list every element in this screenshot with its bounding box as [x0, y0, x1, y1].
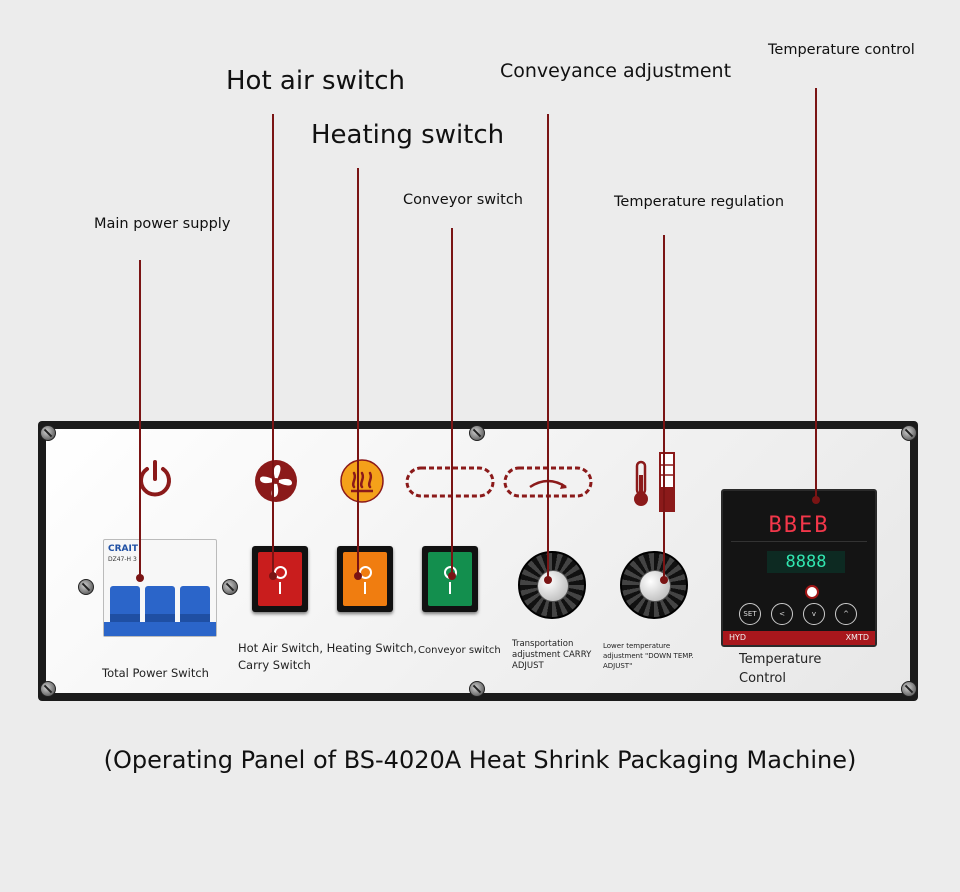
heating-rocker-face [343, 552, 387, 606]
controller-shift-button[interactable]: < [771, 603, 793, 625]
leader-heating [357, 168, 359, 576]
leader-temp-control [815, 88, 817, 500]
leader-conveyor [451, 228, 453, 576]
breaker-screw [78, 579, 94, 595]
panel-screw [40, 425, 56, 441]
hot-air-rocker-face [258, 552, 302, 606]
hot-air-rocker-switch[interactable] [252, 546, 308, 612]
leader-temp-regulation [663, 235, 665, 580]
controller-display-bottom: 8888 [785, 552, 827, 572]
leader-main-power [139, 260, 141, 578]
leader-end-temp-regulation [660, 576, 668, 584]
heating-rocker-switch[interactable] [337, 546, 393, 612]
operating-panel: CRAIT DZ47-H 3 BBEB [38, 421, 918, 701]
panel-screw [901, 425, 917, 441]
leader-end-conveyor [448, 572, 456, 580]
breaker-lever[interactable] [110, 586, 140, 622]
power-icon [139, 460, 171, 497]
leader-end-main-power [136, 574, 144, 582]
knob-cap [537, 570, 569, 602]
knob-cap [639, 570, 671, 602]
panel-screw [40, 681, 56, 697]
callout-heating-switch: Heating switch [311, 120, 505, 150]
controller-down-button[interactable]: v [803, 603, 825, 625]
callout-conveyance-adjustment: Conveyance adjustment [500, 60, 732, 82]
breaker-brand-label: CRAIT [108, 544, 138, 554]
label-lower-temp-adjust: Lower temperature adjustment "DOWN TEMP.… [603, 642, 694, 670]
label-temperature-control: Temperature Control [739, 652, 822, 686]
figure-caption: (Operating Panel of BS-4020A Heat Shrink… [103, 746, 857, 774]
controller-up-button[interactable]: ^ [835, 603, 857, 625]
callout-hot-air-switch: Hot air switch [226, 66, 406, 96]
callout-temperature-regulation: Temperature regulation [614, 194, 785, 210]
panel-screw [469, 681, 485, 697]
leader-end-conveyance [544, 576, 552, 584]
controller-set-button[interactable]: SET [739, 603, 761, 625]
controller-display-top: BBEB [768, 513, 830, 538]
heating-icon [340, 459, 384, 503]
conveyor-rocker-switch[interactable] [422, 546, 478, 612]
leader-end-heating [354, 572, 362, 580]
controller-divider [731, 541, 867, 542]
panel-screw [901, 681, 917, 697]
temperature-scale-icon [659, 452, 675, 512]
controller-indicator-led [805, 585, 819, 599]
breaker-lever[interactable] [180, 586, 210, 622]
temperature-controller: BBEB 8888 SET < v ^ HYD XMTD [721, 489, 877, 647]
panel-face: CRAIT DZ47-H 3 BBEB [46, 429, 910, 693]
breaker-lever[interactable] [145, 586, 175, 622]
controller-brand-strip: HYD XMTD [723, 631, 875, 645]
leader-conveyance [547, 114, 549, 580]
label-conveyor-switch: Conveyor switch [418, 645, 501, 656]
leader-hot-air [272, 114, 274, 576]
callout-main-power-supply: Main power supply [94, 216, 231, 232]
conveyor-chain-icon [405, 466, 495, 498]
leader-end-hot-air [269, 572, 277, 580]
breaker-screw [222, 579, 238, 595]
conveyance-adjust-knob[interactable] [518, 551, 586, 619]
total-power-breaker[interactable]: CRAIT DZ47-H 3 [103, 539, 217, 637]
label-total-power-switch: Total Power Switch [102, 666, 209, 680]
panel-screw [469, 425, 485, 441]
breaker-base [104, 622, 216, 636]
controller-display-bottom-box [767, 551, 845, 573]
leader-end-temp-control [812, 496, 820, 504]
controller-brand-left: HYD [729, 633, 747, 642]
breaker-model-label: DZ47-H 3 [108, 556, 137, 563]
callout-conveyor-switch: Conveyor switch [403, 192, 524, 208]
label-transport-adjust: Transportation adjustment CARRY ADJUST [512, 639, 592, 671]
thermometer-icon [634, 460, 648, 506]
temperature-regulation-knob[interactable] [620, 551, 688, 619]
label-switches-group: Hot Air Switch, Heating Switch, Carry Sw… [238, 641, 418, 672]
controller-brand-right: XMTD [845, 633, 869, 642]
callout-temperature-control: Temperature control [768, 42, 915, 58]
fan-icon [255, 460, 297, 502]
